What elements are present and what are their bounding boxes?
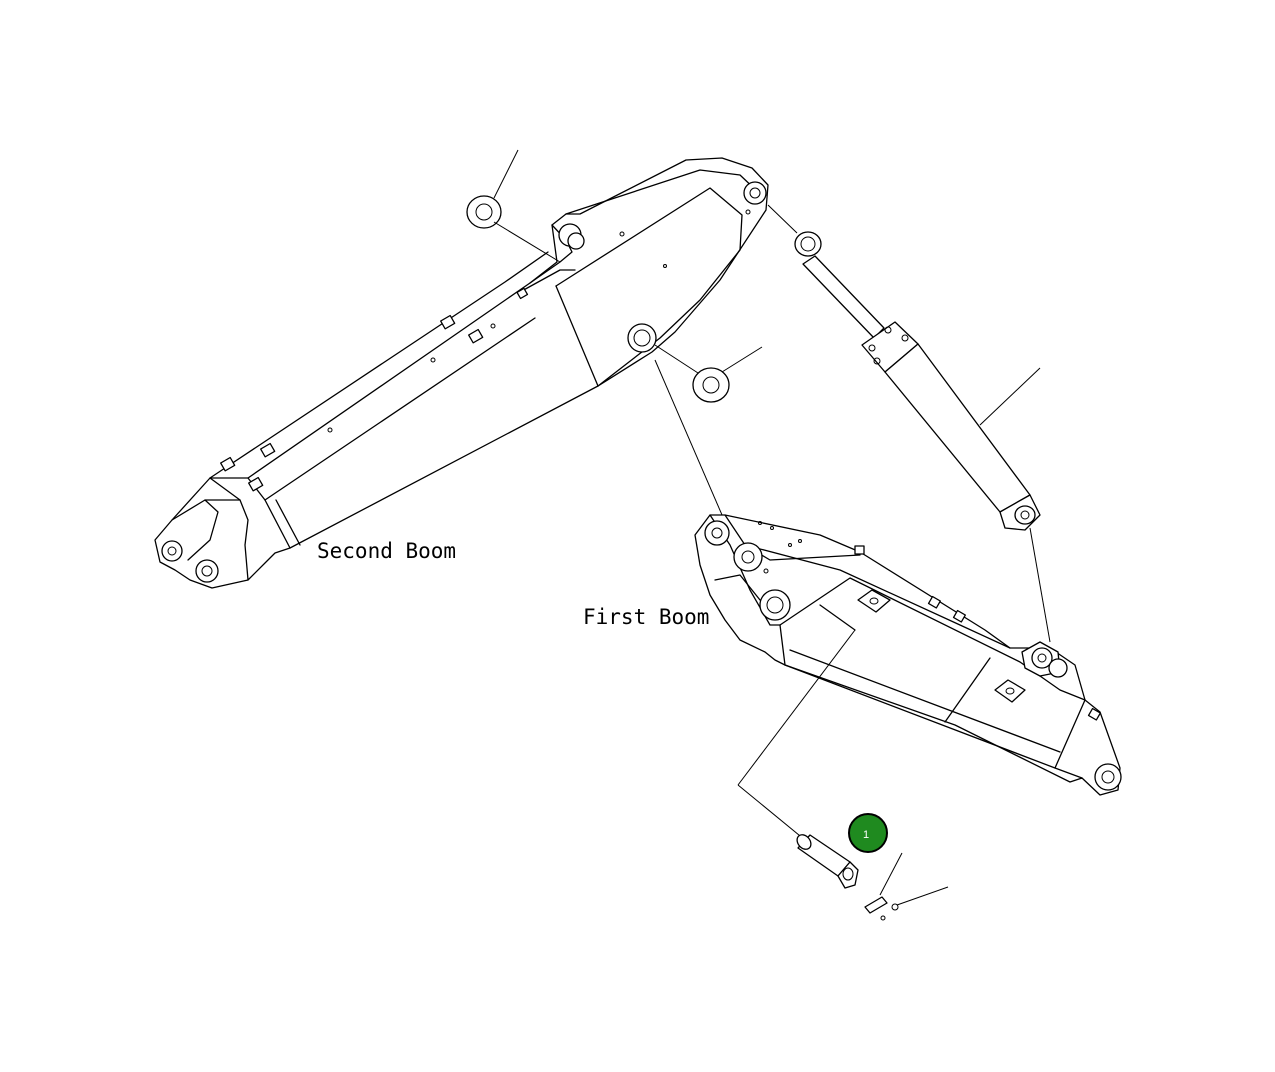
second-boom-label: Second Boom — [317, 539, 456, 563]
first-boom — [694, 514, 1122, 796]
leader-boom-pin — [654, 359, 736, 546]
pin-assembly — [737, 629, 949, 921]
callout-1-circle[interactable] — [848, 813, 888, 853]
washer-middle — [654, 344, 763, 403]
callout-1[interactable]: 1 — [848, 813, 888, 853]
first-boom-label: First Boom — [583, 605, 709, 629]
callout-1-number: 1 — [863, 829, 869, 841]
washer-upper — [466, 149, 561, 263]
second-boom — [154, 157, 769, 589]
hydraulic-cylinder — [767, 204, 1051, 643]
